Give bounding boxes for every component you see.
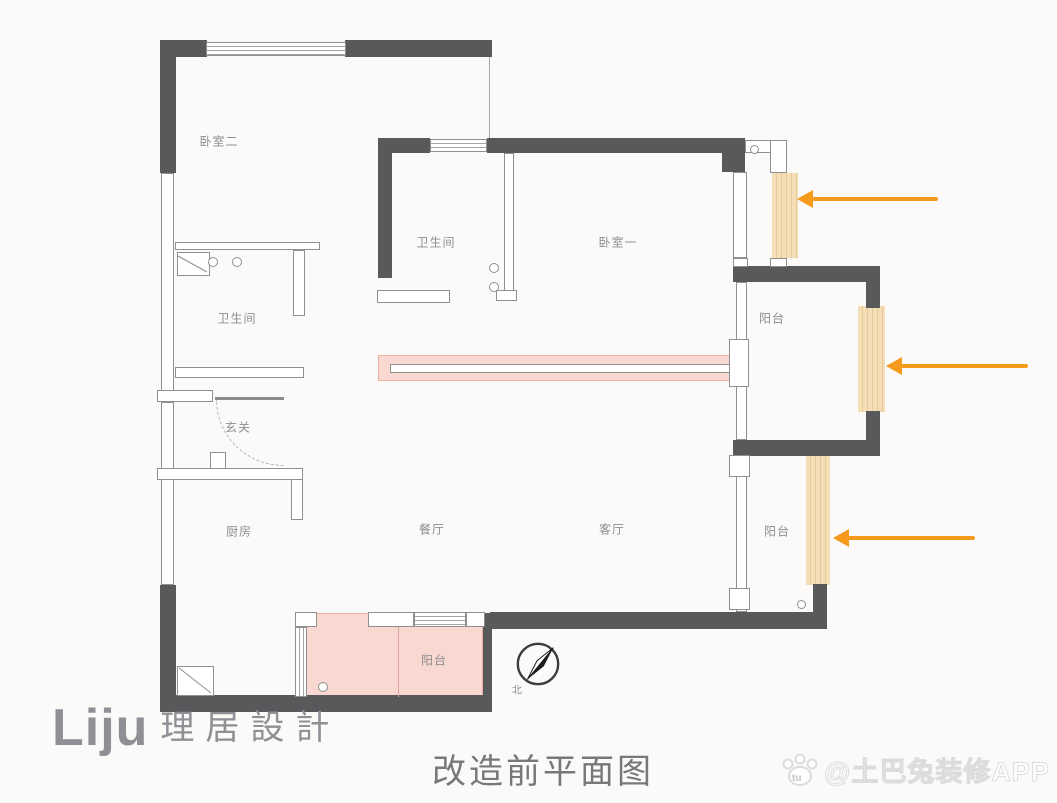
fixture-circle [797,600,806,609]
vanity-fixture [177,252,210,276]
arrow-line-mid [901,364,1028,368]
fixture-circle [489,282,499,292]
room-label-balcony-east-mid: 阳台 [758,311,786,326]
wall [866,282,880,308]
arrow-head-mid [886,357,902,375]
highlight-window-top [772,173,798,258]
arrow-line-lower [848,536,975,540]
wall-thin [504,153,514,299]
entry-door-leaf [215,397,284,400]
wall [160,40,176,173]
room-label-dining: 餐厅 [418,522,446,537]
paw-icon: tu [782,753,818,786]
watermark-text: @土巴兔装修APP [824,757,1050,788]
fixture-circle [208,257,218,267]
wall [378,138,430,153]
window [430,139,487,152]
logo-latin-text: Liju [52,699,149,757]
wall [378,153,392,278]
wall-thin [161,402,174,585]
wall-thin [733,172,747,258]
wall-thin [496,290,517,301]
room-label-kitchen: 厨房 [225,524,253,539]
arrow-head-top [797,190,813,208]
wall-thin [466,612,485,627]
room-label-living: 客厅 [598,522,626,537]
wall [490,612,827,629]
room-label-balcony-south: 阳台 [420,653,448,668]
wall [160,695,492,712]
logo-cjk-text: 理居設計 [160,709,341,747]
column [729,339,749,387]
fixture-circle [232,257,242,267]
wall-thin [770,258,787,267]
room-label-balcony-east-lower: 阳台 [763,524,791,539]
wall-thin [157,390,213,402]
wall-thin [157,468,303,480]
window [295,627,307,697]
column [729,455,750,477]
wall [866,411,880,442]
kitchen-sink [177,666,214,696]
fixture-circle [318,682,328,692]
north-compass-icon [516,642,560,686]
arrow-head-lower [833,529,849,547]
wall [345,40,492,57]
wall-to-remove-line [390,364,730,373]
door-frame-kitchen [210,452,226,469]
room-label-bathroom-master: 卫生间 [416,235,456,250]
wall-thin [291,479,303,520]
balcony-divider-line [398,627,399,697]
arrow-line-top [812,197,938,201]
room-label-bathroom-left: 卫生间 [217,311,257,326]
fixture-circle [489,263,499,273]
fixture-circle [750,145,759,154]
wall [733,266,880,282]
wall [483,613,492,712]
wall-thin [295,612,317,627]
compass-north-label: 北 [512,685,522,697]
highlight-window-mid [858,306,885,412]
plan-caption: 改造前平面图 [432,753,654,791]
wall-edge-line [489,57,490,138]
wall [160,585,176,712]
wall-thin [368,612,414,627]
wall-thin [293,250,305,316]
logo: Liju 理居設計 [52,702,340,754]
room-label-entry: 玄关 [224,420,252,435]
wall-thin [161,173,174,391]
wall-thin [733,258,748,267]
wall [487,138,722,153]
watermark: tu @土巴兔装修APP [781,750,1050,789]
window [414,612,466,627]
wall-thin [377,290,450,303]
wall-thin [175,242,320,250]
highlight-window-lower [806,452,830,585]
window [206,42,346,56]
column [729,588,750,610]
wall-thin [770,140,787,173]
wall-thin [175,367,304,378]
room-label-bedroom-1: 卧室一 [598,235,638,250]
room-label-bedroom-2: 卧室二 [199,134,239,149]
paw-icon-label: tu [792,773,801,784]
wall [722,138,745,172]
wall [733,440,880,456]
